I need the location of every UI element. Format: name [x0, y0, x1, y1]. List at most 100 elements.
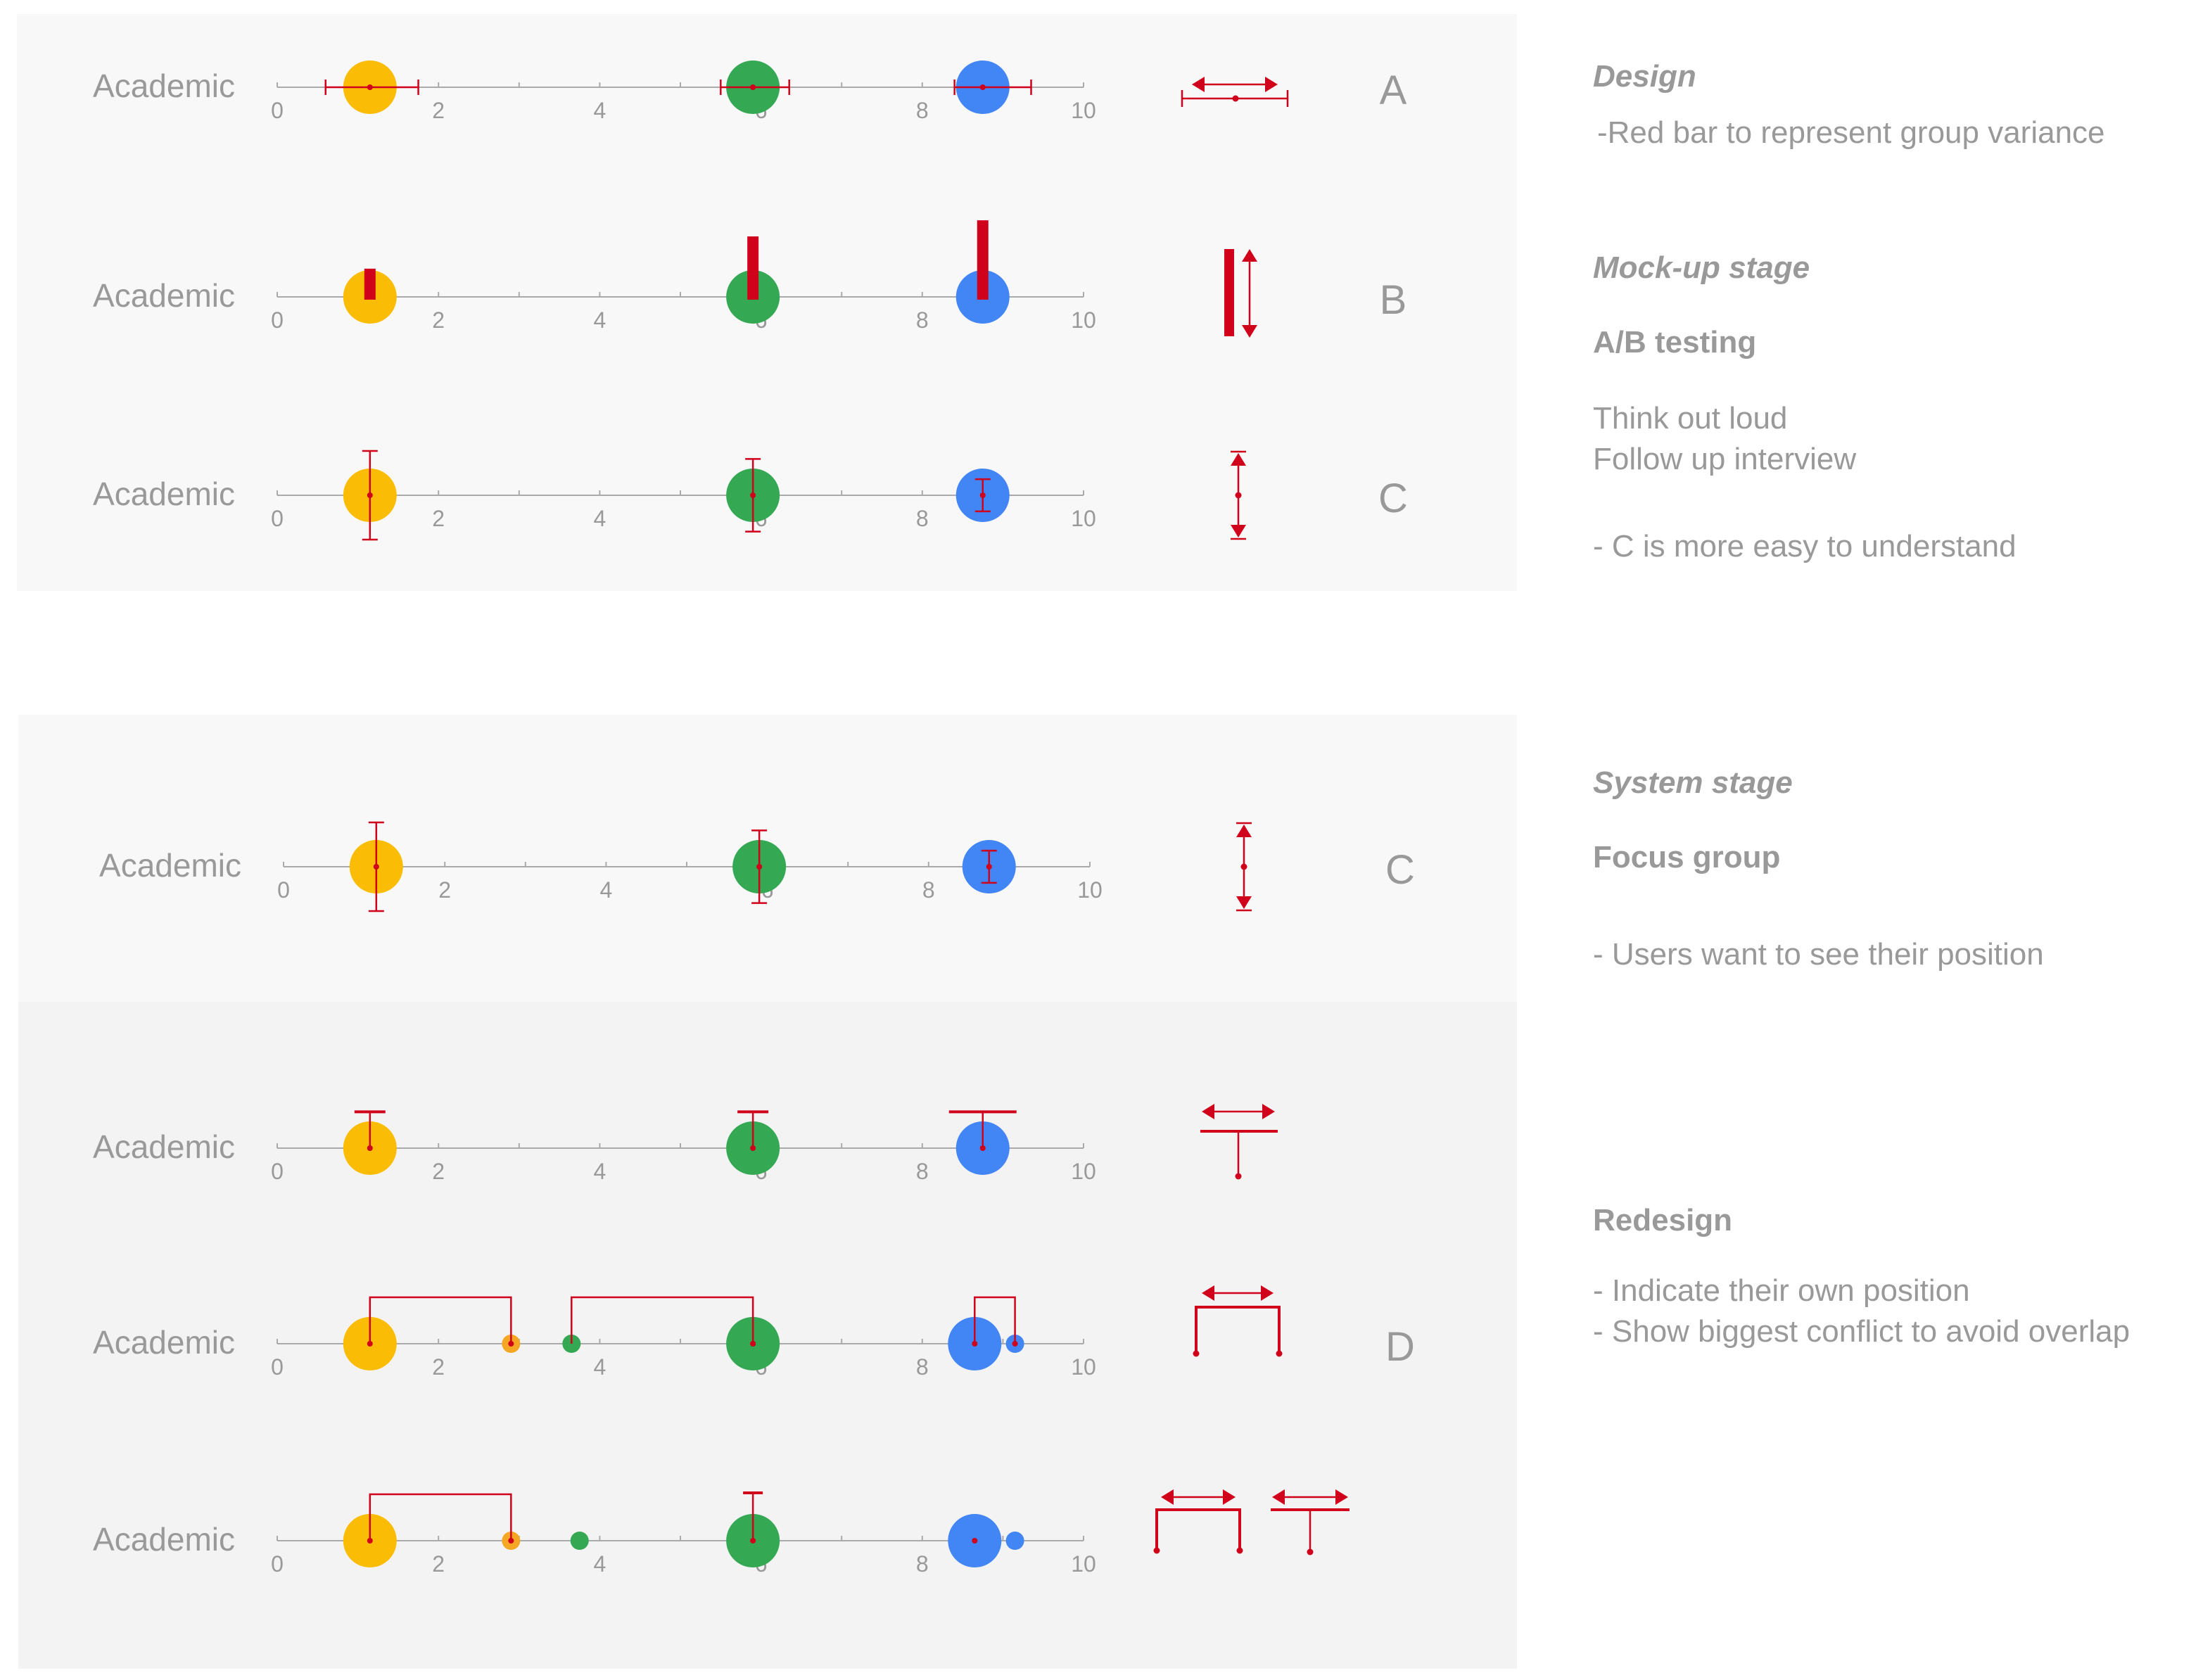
- mean-dot: [750, 1145, 756, 1151]
- legend-dot-left: [1193, 1350, 1200, 1357]
- conflict-bracket: [571, 1296, 754, 1344]
- tick-label: 2: [438, 877, 451, 903]
- row-label: Academic: [93, 1128, 235, 1165]
- tick-label: 10: [1071, 98, 1096, 123]
- chart-row-1: Academic0246810A: [93, 61, 1407, 123]
- conflict-bracket: [369, 1296, 512, 1344]
- legend-glyph-2: [1224, 249, 1257, 338]
- system-heading: System stage: [1593, 765, 1793, 800]
- mean-dot: [367, 1145, 373, 1151]
- mean-dot: [972, 1538, 978, 1544]
- tick-label: 2: [432, 1159, 445, 1184]
- legend-arrow-right: [1261, 1285, 1274, 1301]
- redesign-line-1: - Indicate their own position: [1593, 1273, 1970, 1308]
- tick-label: 0: [271, 307, 284, 333]
- legend-arrow-left: [1161, 1489, 1174, 1505]
- legend-glyph-5: [1200, 1104, 1278, 1180]
- conflict-bracket: [974, 1296, 1016, 1344]
- legend-arrow-right: [1223, 1489, 1236, 1505]
- row-label: Academic: [93, 1521, 235, 1558]
- legend-arrow-right-2: [1335, 1489, 1348, 1505]
- ab-line-1: Think out loud: [1593, 401, 1788, 435]
- legend-dot-right: [1276, 1350, 1283, 1357]
- mean-dot: [979, 1145, 986, 1151]
- tick-label: 2: [432, 1354, 445, 1380]
- legend-arrow-right: [1265, 77, 1278, 92]
- legend-arrow-down: [1231, 525, 1246, 537]
- tick-label: 8: [916, 98, 929, 123]
- legend-dot: [1235, 1173, 1242, 1180]
- tick-label: 0: [277, 877, 290, 903]
- legend-glyph-4: [1236, 822, 1252, 912]
- tick-label: 4: [594, 98, 607, 123]
- focus-text: - Users want to see their position: [1593, 937, 2044, 972]
- tick-label: 0: [271, 1551, 284, 1577]
- mean-dot: [756, 864, 763, 870]
- own-position-dot: [750, 1341, 756, 1347]
- ab-heading: A/B testing: [1593, 325, 1757, 359]
- legend-arrow-left-2: [1272, 1489, 1285, 1505]
- tick-label: 2: [432, 1551, 445, 1577]
- ab-line-2: Follow up interview: [1593, 442, 1857, 476]
- tick-label: 4: [600, 877, 613, 903]
- legend-arrow-down: [1236, 896, 1252, 909]
- mean-dot: [373, 864, 379, 870]
- chart-row-3: Academic0246810C: [93, 450, 1408, 541]
- tick-label: 10: [1071, 1354, 1096, 1380]
- legend-dot: [1235, 492, 1242, 499]
- legend-glyph-6: [1193, 1285, 1283, 1357]
- legend-dot-left: [1153, 1547, 1160, 1554]
- legend-thick-bar: [1224, 249, 1234, 336]
- variant-letter: D: [1385, 1324, 1415, 1370]
- variant-letter: C: [1385, 847, 1415, 893]
- legend-dot: [1240, 863, 1247, 870]
- legend-glyph-1: [1181, 77, 1289, 107]
- tick-label: 4: [594, 506, 607, 531]
- tick-label: 8: [916, 1551, 929, 1577]
- row-label: Academic: [93, 1324, 235, 1361]
- legend-glyph-3: [1231, 450, 1246, 540]
- legend-dot-right: [1236, 1547, 1243, 1554]
- tick-label: 0: [271, 506, 284, 531]
- design-heading: Design: [1593, 59, 1696, 94]
- legend-arrow-up: [1236, 825, 1252, 837]
- tick-label: 0: [271, 98, 284, 123]
- chart-row-4: Academic0246810C: [99, 821, 1415, 912]
- mockup-heading: Mock-up stage: [1593, 250, 1810, 285]
- legend-arrow-left: [1192, 77, 1205, 92]
- legend-dot: [1232, 95, 1239, 102]
- legend-arrow-left: [1202, 1104, 1214, 1119]
- tick-label: 8: [916, 506, 929, 531]
- tick-label: 8: [916, 1159, 929, 1184]
- legend-arrow-right: [1262, 1104, 1275, 1119]
- chart-row-2: Academic0246810B: [93, 220, 1406, 338]
- tick-label: 10: [1071, 1159, 1096, 1184]
- chart-row-6: Academic0246810D: [93, 1285, 1415, 1380]
- legend-arrow-up: [1242, 249, 1257, 262]
- tick-label: 8: [916, 1354, 929, 1380]
- variance-thick-bar: [977, 220, 989, 300]
- tick-label: 8: [922, 877, 935, 903]
- variance-thick-bar: [747, 236, 759, 300]
- mean-dot: [750, 492, 756, 498]
- mean-dot: [367, 492, 373, 498]
- redesign-line-2: - Show biggest conflict to avoid overlap: [1593, 1314, 2130, 1349]
- own-position-dot: [508, 1341, 514, 1347]
- legend-arrow-down: [1242, 325, 1257, 338]
- mean-dot: [979, 84, 986, 90]
- variant-letter: A: [1380, 68, 1407, 113]
- legend-dot: [1307, 1548, 1314, 1555]
- focus-heading: Focus group: [1593, 840, 1781, 874]
- mean-dot: [986, 864, 992, 870]
- legend-arrow-up: [1231, 453, 1246, 466]
- tick-label: 4: [594, 1551, 607, 1577]
- chart-row-7: Academic0246810: [93, 1489, 1349, 1577]
- tick-label: 10: [1077, 877, 1103, 903]
- tick-label: 10: [1071, 506, 1096, 531]
- variant-letter: B: [1380, 277, 1407, 323]
- row-label: Academic: [93, 277, 235, 314]
- legend-bracket: [1195, 1306, 1281, 1354]
- tick-label: 4: [594, 1354, 607, 1380]
- mean-dot: [979, 492, 986, 498]
